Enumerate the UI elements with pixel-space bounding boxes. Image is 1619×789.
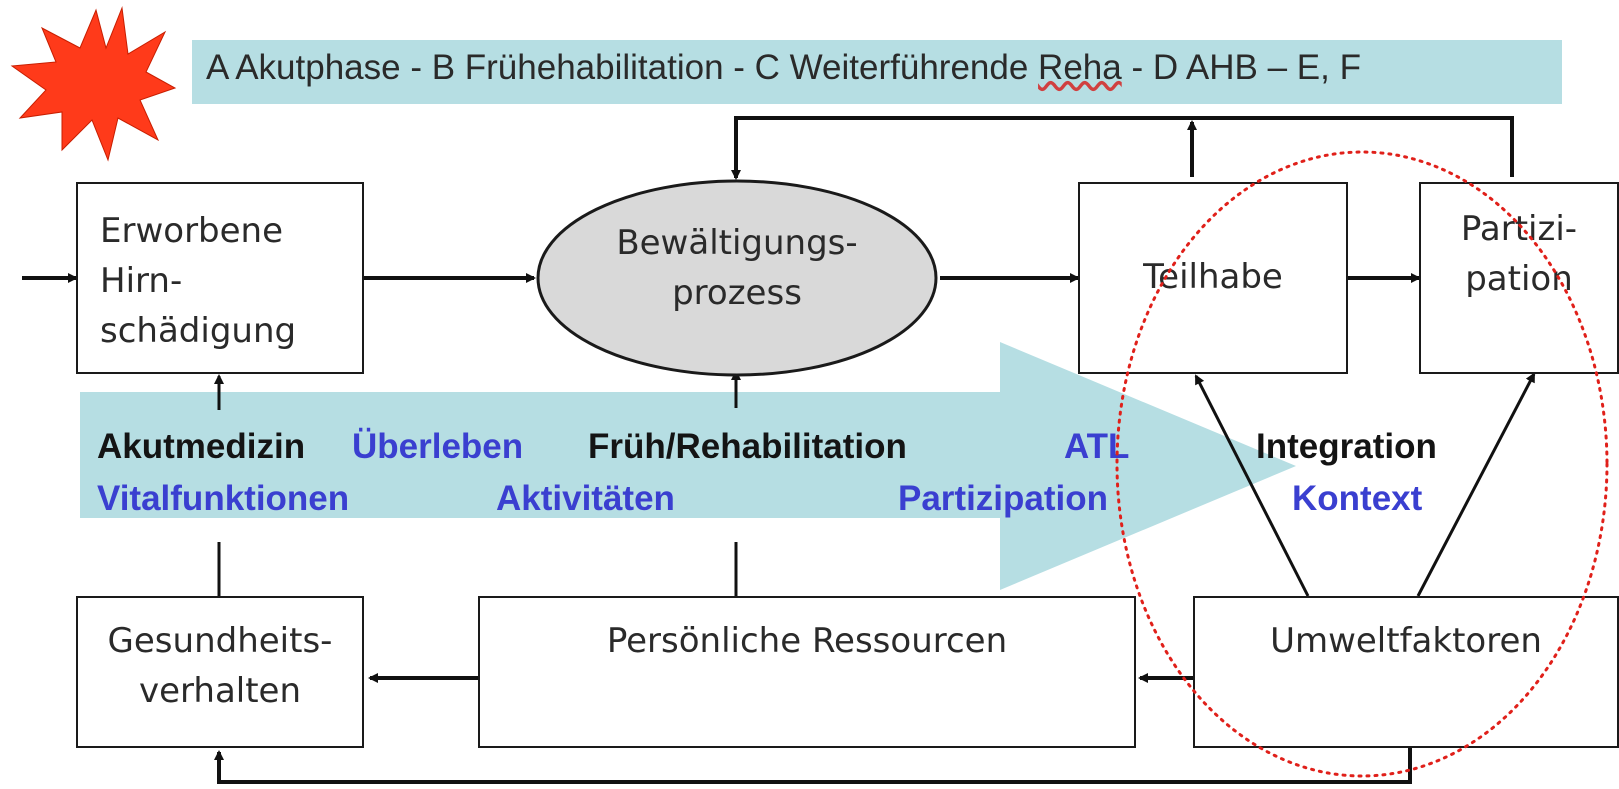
teilhabe-label: Teilhabe — [1143, 257, 1283, 297]
umwelt-label: Umweltfaktoren — [1270, 621, 1542, 661]
label-partizipation: Partizipation — [898, 479, 1109, 518]
box-persoenliche-ressourcen: Persönliche Ressourcen — [478, 596, 1136, 748]
box-partizipation: Partizi- pation — [1419, 182, 1619, 374]
phase-text-after: - D AHB – E, F — [1121, 48, 1361, 87]
phase-text-reha: Reha — [1038, 48, 1122, 87]
box-erworbene-hirnschaedigung: Erworbene Hirn- schädigung — [76, 182, 364, 374]
partizipation-line-1: Partizi- — [1460, 209, 1578, 249]
phase-banner-text: A Akutphase - B Frühehabilitation - C We… — [206, 48, 1361, 88]
phase-banner: A Akutphase - B Frühehabilitation - C We… — [192, 40, 1562, 104]
box-teilhabe: Teilhabe — [1078, 182, 1348, 374]
bewaeltigung-line-1: Bewältigungs- — [616, 223, 858, 263]
process-arrow-shape — [80, 342, 1296, 590]
label-atl: ATL — [1064, 427, 1130, 466]
bewaeltigung-ellipse — [536, 179, 938, 377]
label-ueberleben: Überleben — [352, 427, 524, 466]
starburst-icon — [10, 6, 177, 162]
hirn-line-2: Hirn- — [100, 261, 183, 301]
bewaeltigung-text: Bewältigungs- prozess — [538, 218, 936, 318]
label-akutmedizin: Akutmedizin — [97, 427, 306, 466]
ressourcen-label: Persönliche Ressourcen — [606, 621, 1008, 661]
hirn-line-1: Erworbene — [100, 211, 284, 251]
hirn-line-3: schädigung — [100, 311, 297, 351]
gesundheit-line-1: Gesundheits- — [107, 621, 333, 661]
label-vitalfunktionen: Vitalfunktionen — [97, 479, 350, 518]
box-gesundheitsverhalten: Gesundheits- verhalten — [76, 596, 364, 748]
box-umweltfaktoren: Umweltfaktoren — [1193, 596, 1619, 748]
label-frueh-rehabilitation: Früh/Rehabilitation — [588, 427, 907, 466]
gesundheit-line-2: verhalten — [138, 671, 302, 711]
label-aktivitaeten: Aktivitäten — [496, 479, 675, 518]
label-kontext: Kontext — [1292, 479, 1423, 518]
bewaeltigung-line-2: prozess — [672, 273, 802, 313]
partizipation-line-2: pation — [1465, 259, 1573, 299]
phase-text-before: A Akutphase - B Frühehabilitation - C We… — [206, 48, 1039, 87]
label-integration: Integration — [1256, 427, 1437, 466]
